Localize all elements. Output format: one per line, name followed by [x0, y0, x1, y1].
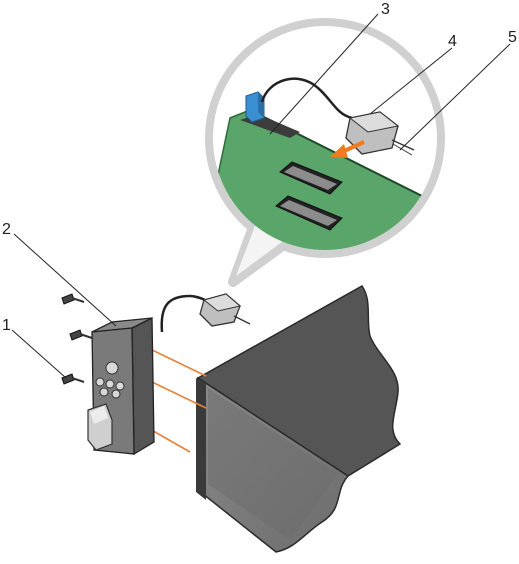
callout-4: 4: [448, 33, 457, 50]
screw-icon: [61, 373, 85, 385]
cable-in-bubble: [260, 77, 353, 120]
callout-5: 5: [508, 29, 517, 46]
cable-connector-icon: [199, 293, 251, 327]
zoom-callout-bubble: [205, 18, 445, 287]
alignment-guides: [147, 347, 207, 453]
connector-slot-icon: [275, 195, 343, 231]
orange-arrow-icon: [330, 140, 365, 158]
screw-icon: [61, 293, 85, 305]
blue-clip-icon: [245, 91, 265, 123]
server-chassis: [196, 285, 402, 553]
screw-icon: [69, 329, 93, 341]
callout-1: 1: [2, 317, 11, 334]
callout-leaders: [11, 13, 511, 379]
control-panel-icon: [87, 316, 155, 456]
callout-2: 2: [2, 221, 11, 238]
callout-3: 3: [381, 1, 390, 18]
connector-slot-icon: [279, 161, 343, 195]
